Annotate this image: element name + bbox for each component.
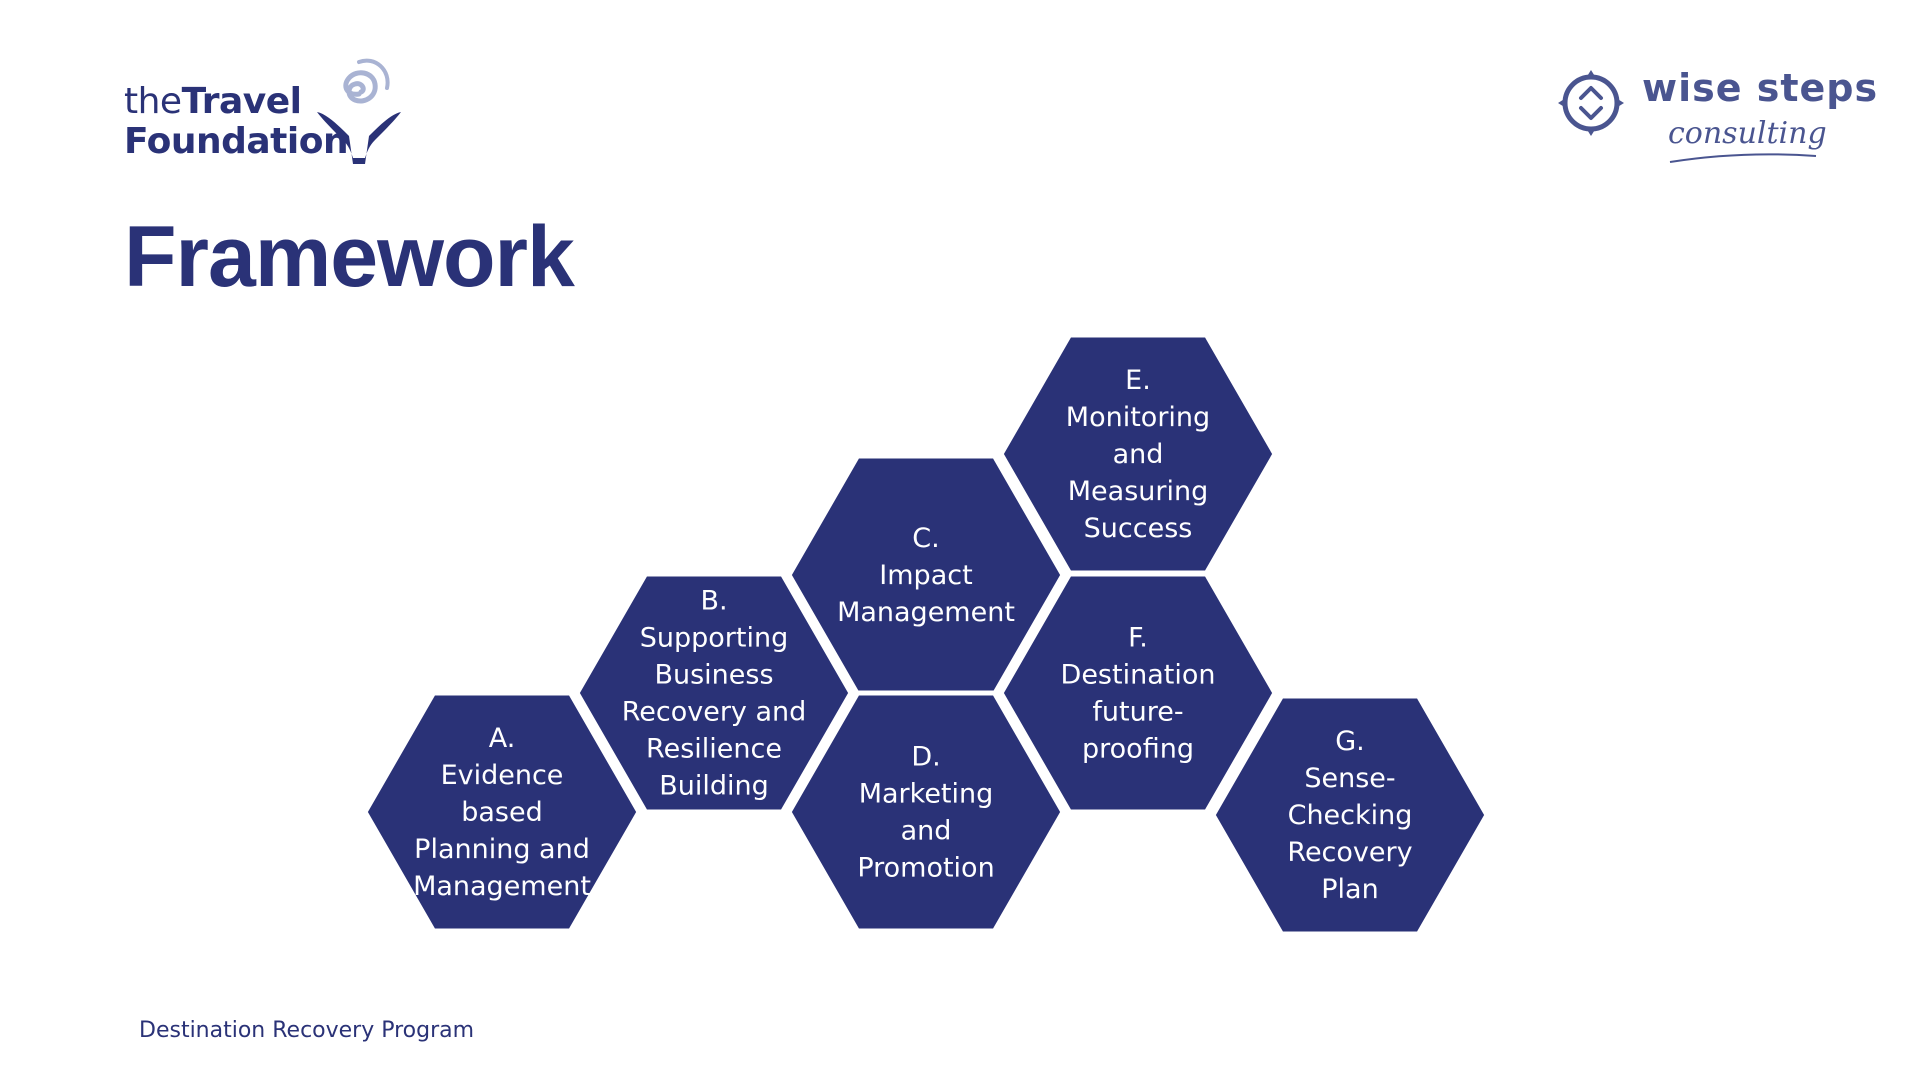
hexagon-label-line: Marketing bbox=[859, 779, 994, 810]
hexagon-label-line: G. bbox=[1335, 726, 1365, 757]
hexagon-label-line: D. bbox=[911, 742, 940, 773]
hexagon-label-line: Resilience bbox=[646, 734, 782, 765]
hexagon-label-line: Plan bbox=[1321, 874, 1378, 905]
hexagon-label-line: Monitoring bbox=[1066, 402, 1210, 433]
logo-word-the: the bbox=[124, 81, 182, 122]
hexagon-label-line: and bbox=[1113, 439, 1164, 470]
hexagon-label-line: Supporting bbox=[640, 623, 789, 654]
compass-recycle-icon bbox=[1558, 70, 1624, 136]
hexagon-label-line: Checking bbox=[1288, 800, 1413, 831]
hexagon-label-line: Sense- bbox=[1304, 763, 1395, 794]
hexagon-f: F. Destination future-proofing bbox=[998, 571, 1278, 815]
hexagon-label-line: proofing bbox=[1082, 734, 1194, 765]
hexagon-label-line: Promotion bbox=[857, 853, 994, 884]
hexagon-label-line: Evidence bbox=[441, 760, 564, 791]
logo-word-consulting: consulting bbox=[1668, 116, 1827, 151]
hexagon-label-line: Success bbox=[1084, 513, 1193, 544]
hexagon-label-line: Management bbox=[837, 597, 1015, 628]
travel-foundation-wordmark: theTravel Foundation bbox=[124, 81, 349, 162]
hexagon-label-line: F. bbox=[1128, 623, 1148, 654]
travel-foundation-logo: theTravel Foundation bbox=[124, 54, 414, 166]
hexagon-label-line: Destination bbox=[1061, 660, 1216, 691]
logo-word-foundation: Foundation bbox=[124, 121, 349, 162]
hexagon-label-line: E. bbox=[1125, 365, 1151, 396]
hexagon-label-line: Business bbox=[654, 660, 773, 691]
hexagon-label-line: B. bbox=[700, 586, 727, 617]
hexagon-label-line: future- bbox=[1092, 697, 1183, 728]
hexagon-label-line: Impact bbox=[879, 560, 972, 591]
page-title: Framework bbox=[124, 209, 575, 305]
hexagon-label-line: A. bbox=[489, 723, 516, 754]
wise-steps-logo: wise steps consulting bbox=[1556, 62, 1877, 163]
hexagon-shape bbox=[1210, 693, 1490, 937]
hexagon-shape bbox=[574, 571, 854, 815]
hands-swirl-icon bbox=[317, 58, 401, 164]
hexagon-label-line: Recovery and bbox=[622, 697, 807, 728]
hexagon-label-line: Management bbox=[413, 871, 591, 902]
hexagon-label-line: Recovery bbox=[1287, 837, 1412, 868]
logo-word-travel: Travel bbox=[181, 81, 302, 122]
hexagon-shape bbox=[998, 571, 1278, 815]
hexagon-label-line: based bbox=[461, 797, 543, 828]
hexagon-label-line: Planning and bbox=[414, 834, 590, 865]
hexagon-label: F. Destination future-proofing bbox=[1061, 623, 1216, 765]
hexagon-label-line: C. bbox=[912, 523, 939, 554]
footer-program-name: Destination Recovery Program bbox=[139, 1018, 475, 1043]
signature-underline bbox=[1669, 153, 1817, 163]
logo-word-wise-steps: wise steps bbox=[1642, 66, 1879, 110]
hexagon-label-line: and bbox=[901, 816, 952, 847]
hexagon-label-line: Measuring bbox=[1068, 476, 1208, 507]
hexagon-label-line: Building bbox=[659, 771, 769, 802]
hexagon-shape bbox=[362, 690, 642, 934]
hexagon-shape bbox=[786, 690, 1066, 934]
